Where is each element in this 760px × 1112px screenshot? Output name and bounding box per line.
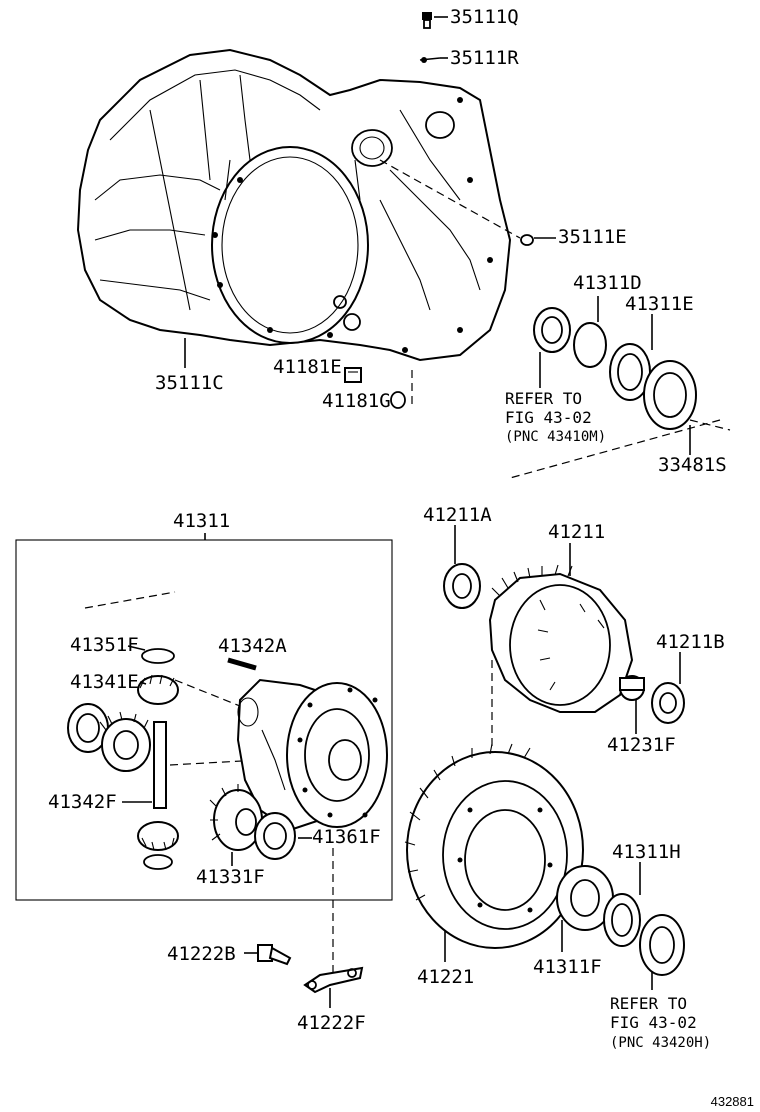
part-35111e-oring [520, 234, 534, 246]
part-41361f-washer-inner [263, 822, 287, 850]
part-35111r-pin [419, 57, 441, 63]
ref2-line1: REFER TO [610, 994, 687, 1013]
ref1-line2: FIG 43-02 [505, 408, 592, 427]
label-41311h: 41311H [612, 841, 681, 863]
label-41231f: 41231F [607, 734, 676, 756]
ref1-line3: (PNC 43410M) [505, 429, 606, 445]
label-35111c: 35111C [155, 372, 224, 394]
part-41211a-bearing [443, 563, 481, 609]
ref2-line3: (PNC 43420H) [610, 1035, 711, 1051]
transaxle-housing [76, 48, 512, 362]
label-41211: 41211 [548, 521, 605, 543]
part-41211-drive-gear [488, 564, 634, 713]
label-41211a: 41211A [423, 504, 492, 526]
part-41351f-washer [141, 648, 175, 664]
label-41221: 41221 [417, 966, 474, 988]
part-41231f-spacer [619, 675, 645, 701]
part-41222f-lock-plate [303, 966, 364, 994]
dash-top-box [84, 591, 176, 609]
part-35111q-plug [422, 12, 432, 29]
part-41181e-bolt [344, 367, 362, 383]
label-41342a: 41342A [218, 635, 287, 657]
ref1-line1: REFER TO [505, 389, 582, 408]
label-41361f: 41361F [312, 826, 381, 848]
label-41181g: 41181G [322, 390, 391, 412]
label-41211b: 41211B [656, 631, 725, 653]
bearing-group-right-top [509, 307, 731, 479]
label-35111q: 35111Q [450, 6, 519, 28]
bearing-group-right-bottom [556, 865, 685, 976]
figure-id: 432881 [711, 1094, 754, 1109]
label-41311: 41311 [173, 510, 230, 532]
leader-41351f [127, 645, 146, 651]
dash-shaft [169, 759, 261, 766]
dash-35111e [379, 159, 521, 239]
ref2-line2: FIG 43-02 [610, 1013, 697, 1032]
label-41342f: 41342F [48, 791, 117, 813]
part-differential-case [236, 678, 388, 832]
part-41342f-shaft [153, 721, 167, 809]
part-41341e-gear [137, 674, 179, 705]
diff-assy-box [15, 539, 393, 901]
label-35111e: 35111E [558, 226, 627, 248]
part-pinion-lower [137, 821, 179, 870]
label-41331f: 41331F [196, 866, 265, 888]
part-41331f-side-gear [209, 784, 263, 851]
label-41222b: 41222B [167, 943, 236, 965]
label-41311f: 41311F [533, 956, 602, 978]
label-33481s: 33481S [658, 454, 727, 476]
label-41311d: 41311D [573, 272, 642, 294]
leader-41341e [139, 681, 147, 685]
part-side-gear-left [67, 703, 151, 772]
part-41181g-washer [390, 391, 406, 409]
label-41341e: 41341E [70, 671, 139, 693]
part-41342a-pin [227, 657, 257, 671]
label-41311e: 41311E [625, 293, 694, 315]
part-41222b-bolt [257, 944, 292, 966]
part-41211b-bearing [651, 682, 685, 724]
part-41221-ring-gear [404, 743, 584, 949]
label-41181e: 41181E [273, 356, 342, 378]
label-41351f: 41351F [70, 634, 139, 656]
label-41222f: 41222F [297, 1012, 366, 1034]
dash-pinion [174, 679, 251, 711]
label-35111r: 35111R [450, 47, 519, 69]
part-41361f-washer [254, 812, 296, 860]
